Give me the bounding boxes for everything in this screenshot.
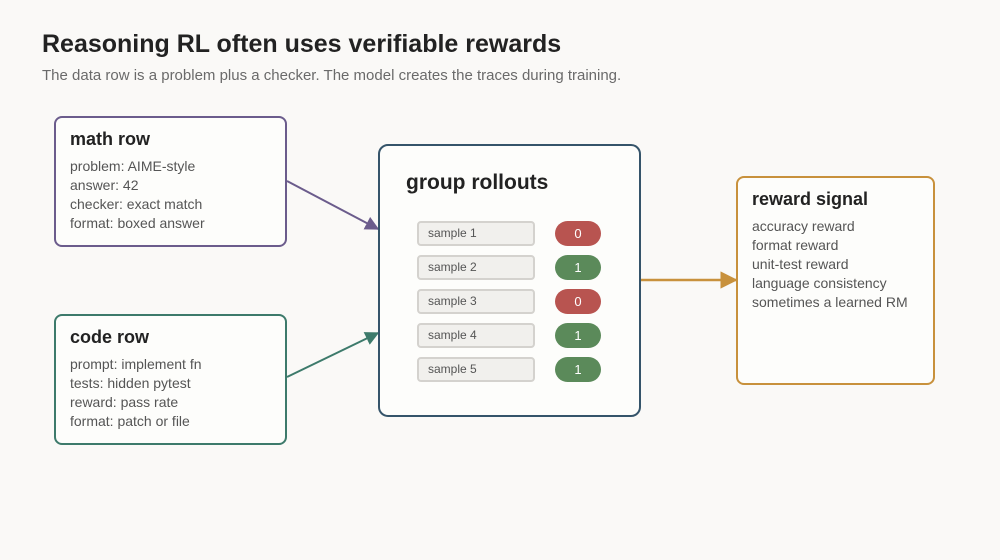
- code-to-rollouts-arrow: [286, 332, 380, 378]
- score-badge-fail: 0: [555, 289, 601, 314]
- code-row-line: tests: hidden pytest: [70, 375, 191, 391]
- math-row-line: answer: 42: [70, 177, 139, 193]
- reward-signal-line: accuracy reward: [752, 218, 855, 234]
- page-title: Reasoning RL often uses verifiable rewar…: [42, 30, 562, 58]
- code-row-line: format: patch or file: [70, 413, 190, 429]
- reward-signal-line: format reward: [752, 237, 839, 253]
- reward-signal-card: reward signal accuracy reward format rew…: [736, 176, 935, 385]
- reward-signal-line: language consistency: [752, 275, 887, 291]
- sample-label: sample 1: [417, 221, 535, 246]
- math-row-card: math row problem: AIME-style answer: 42 …: [54, 116, 287, 247]
- math-row-line: checker: exact match: [70, 196, 203, 212]
- math-row-line: format: boxed answer: [70, 215, 205, 231]
- sample-row: sample 5 1: [417, 357, 601, 382]
- group-rollouts-title: group rollouts: [406, 171, 549, 194]
- sample-row: sample 2 1: [417, 255, 601, 280]
- score-badge-pass: 1: [555, 357, 601, 382]
- sample-row: sample 4 1: [417, 323, 601, 348]
- math-row-title: math row: [70, 129, 151, 149]
- math-to-rollouts-arrow: [286, 180, 380, 230]
- reward-signal-title: reward signal: [752, 189, 869, 209]
- math-row-line: problem: AIME-style: [70, 158, 196, 174]
- sample-label: sample 4: [417, 323, 535, 348]
- sample-label: sample 3: [417, 289, 535, 314]
- reward-signal-line: unit-test reward: [752, 256, 849, 272]
- code-row-title: code row: [70, 327, 150, 347]
- code-row-line: reward: pass rate: [70, 394, 179, 410]
- sample-row: sample 1 0: [417, 221, 601, 246]
- sample-row: sample 3 0: [417, 289, 601, 314]
- score-badge-pass: 1: [555, 255, 601, 280]
- code-row-line: prompt: implement fn: [70, 356, 202, 372]
- score-badge-fail: 0: [555, 221, 601, 246]
- sample-label: sample 2: [417, 255, 535, 280]
- group-rollouts-card: group rollouts sample 1 0 sample 2 1 sam…: [378, 144, 641, 417]
- code-row-card: code row prompt: implement fn tests: hid…: [54, 314, 287, 445]
- sample-label: sample 5: [417, 357, 535, 382]
- reward-signal-line: sometimes a learned RM: [752, 294, 908, 310]
- page-subtitle: The data row is a problem plus a checker…: [42, 67, 622, 84]
- score-badge-pass: 1: [555, 323, 601, 348]
